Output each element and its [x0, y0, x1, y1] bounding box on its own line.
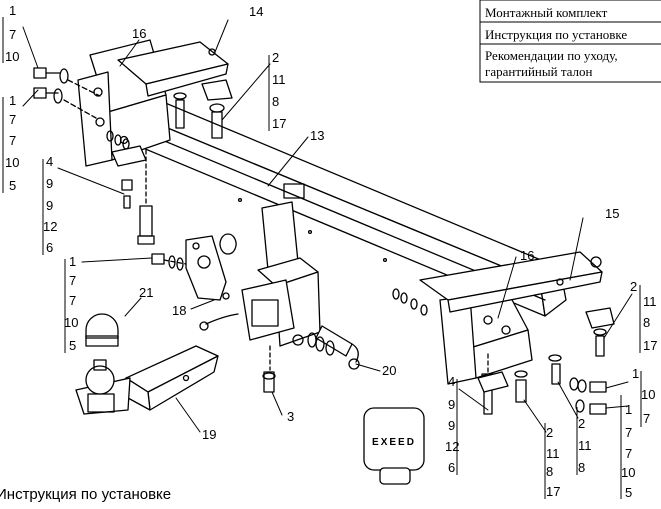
callout-number: 9	[46, 198, 53, 213]
callout-right-top-bolts: 2 11 8 17	[630, 279, 657, 353]
callout-left-bolts: 4 9 9 12 6	[43, 154, 57, 255]
callout-number: 7	[643, 411, 650, 426]
callout-number: 4	[46, 154, 53, 169]
part-label-16b: 16	[520, 248, 534, 263]
callout-number: 7	[9, 133, 16, 148]
callout-number: 5	[625, 485, 632, 500]
callout-number: 8	[272, 94, 279, 109]
callout-number: 7	[9, 112, 16, 127]
callout-right-mid-bolts: 2 11 8	[578, 416, 592, 475]
part-label-15: 15	[605, 206, 619, 221]
part-label-19: 19	[202, 427, 216, 442]
callout-number: 9	[448, 418, 455, 433]
callout-number: 7	[69, 273, 76, 288]
part-label-20: 20	[382, 363, 396, 378]
callout-number: 9	[46, 176, 53, 191]
callout-number: 5	[9, 178, 16, 193]
callout-plate-bolt: 1 7 7 10 5	[64, 254, 78, 353]
right-lower-bolts	[477, 353, 562, 415]
callout-number: 7	[625, 425, 632, 440]
plate-bolt	[151, 253, 187, 271]
callout-number: 8	[643, 315, 650, 330]
callout-number: 8	[578, 460, 585, 475]
callout-number: 10	[64, 315, 78, 330]
callout-number: 11	[546, 446, 560, 461]
part-label-13: 13	[310, 128, 324, 143]
side-plate-18	[185, 233, 237, 301]
part-label-14: 14	[249, 4, 263, 19]
callout-center-right-bolts: 2 11 8 17 17	[546, 425, 560, 499]
part-label-18: 18	[172, 303, 186, 318]
callout-left-top: 1 7 10	[5, 3, 19, 64]
exeed-emblem	[363, 407, 425, 485]
callout-number: 2	[578, 416, 585, 431]
top-bolts	[173, 79, 233, 139]
callout-number: 17	[643, 338, 657, 353]
callout-right-side-bolts: 1 10 7	[632, 366, 655, 426]
top-right-bolts	[585, 307, 615, 357]
callout-number: 11	[578, 438, 592, 453]
part-label-16: 16	[132, 26, 146, 41]
callout-number: 4	[448, 374, 455, 389]
callout-number: 6	[448, 460, 455, 475]
callout-number: 5	[69, 338, 76, 353]
left-bolts	[33, 67, 101, 119]
top-bracket-14	[117, 41, 229, 97]
callout-left-mid: 1 7 7 10 5	[5, 93, 19, 193]
callout-number: 7	[625, 446, 632, 461]
left-lower-bolts	[111, 145, 155, 245]
hitch-pin-20	[307, 325, 360, 370]
callout-number: 1	[625, 402, 632, 417]
callout-number: 9	[448, 397, 455, 412]
right-top-bracket-15	[419, 251, 603, 313]
callout-right-lower-bolts: 4 9 9 12 6	[445, 374, 459, 475]
callout-number: 17	[272, 116, 286, 131]
callout-number: 1	[69, 254, 76, 269]
callout-number: 11	[643, 294, 657, 309]
hitch-clip	[199, 313, 239, 331]
callout-number: 8	[546, 464, 553, 479]
kit-row: Монтажный комплект	[485, 5, 608, 20]
callout-number: 1	[9, 93, 16, 108]
washers	[106, 130, 428, 316]
kit-row: гарантийный талон	[485, 64, 593, 79]
callout-number: 11	[272, 72, 286, 87]
ball-21	[85, 313, 119, 347]
callout-number: 10	[641, 387, 655, 402]
callout-number: 17	[546, 484, 560, 499]
part-label-3: 3	[287, 409, 294, 424]
callout-number: 2	[546, 425, 553, 440]
right-side-bracket	[439, 295, 533, 385]
callout-number: 7	[69, 293, 76, 308]
callout-number: 1	[9, 3, 16, 18]
callout-number: 2	[630, 279, 637, 294]
kit-table: Монтажный комплект Инструкция по установ…	[479, 0, 661, 83]
ball-mount-19	[75, 345, 219, 415]
callout-number: 6	[46, 240, 53, 255]
right-side-bolts	[569, 377, 607, 415]
caption: Инструкция по установке	[0, 486, 172, 503]
leaders	[22, 19, 633, 433]
callout-number: 10	[5, 49, 19, 64]
part-label-21: 21	[139, 285, 153, 300]
bolt-3	[262, 345, 276, 393]
callout-number: 1	[632, 366, 639, 381]
callout-number: 10	[621, 465, 635, 480]
callout-number: 2	[272, 50, 279, 65]
center-receiver-support	[241, 183, 321, 347]
callout-top-bolts: 2 11 8 17	[272, 50, 286, 131]
callout-ticks	[2, 17, 642, 499]
callout-number: 7	[9, 27, 16, 42]
callout-number: 10	[5, 155, 19, 170]
kit-row: Рекомендации по уходу,	[485, 48, 618, 63]
callout-right-bottom-bolts: 1 7 7 10 5	[621, 402, 635, 500]
kit-row: Инструкция по установке	[485, 27, 627, 42]
emblem-text: EXEED	[372, 437, 416, 448]
callout-number: 12	[43, 219, 57, 234]
callout-number: 12	[445, 439, 459, 454]
